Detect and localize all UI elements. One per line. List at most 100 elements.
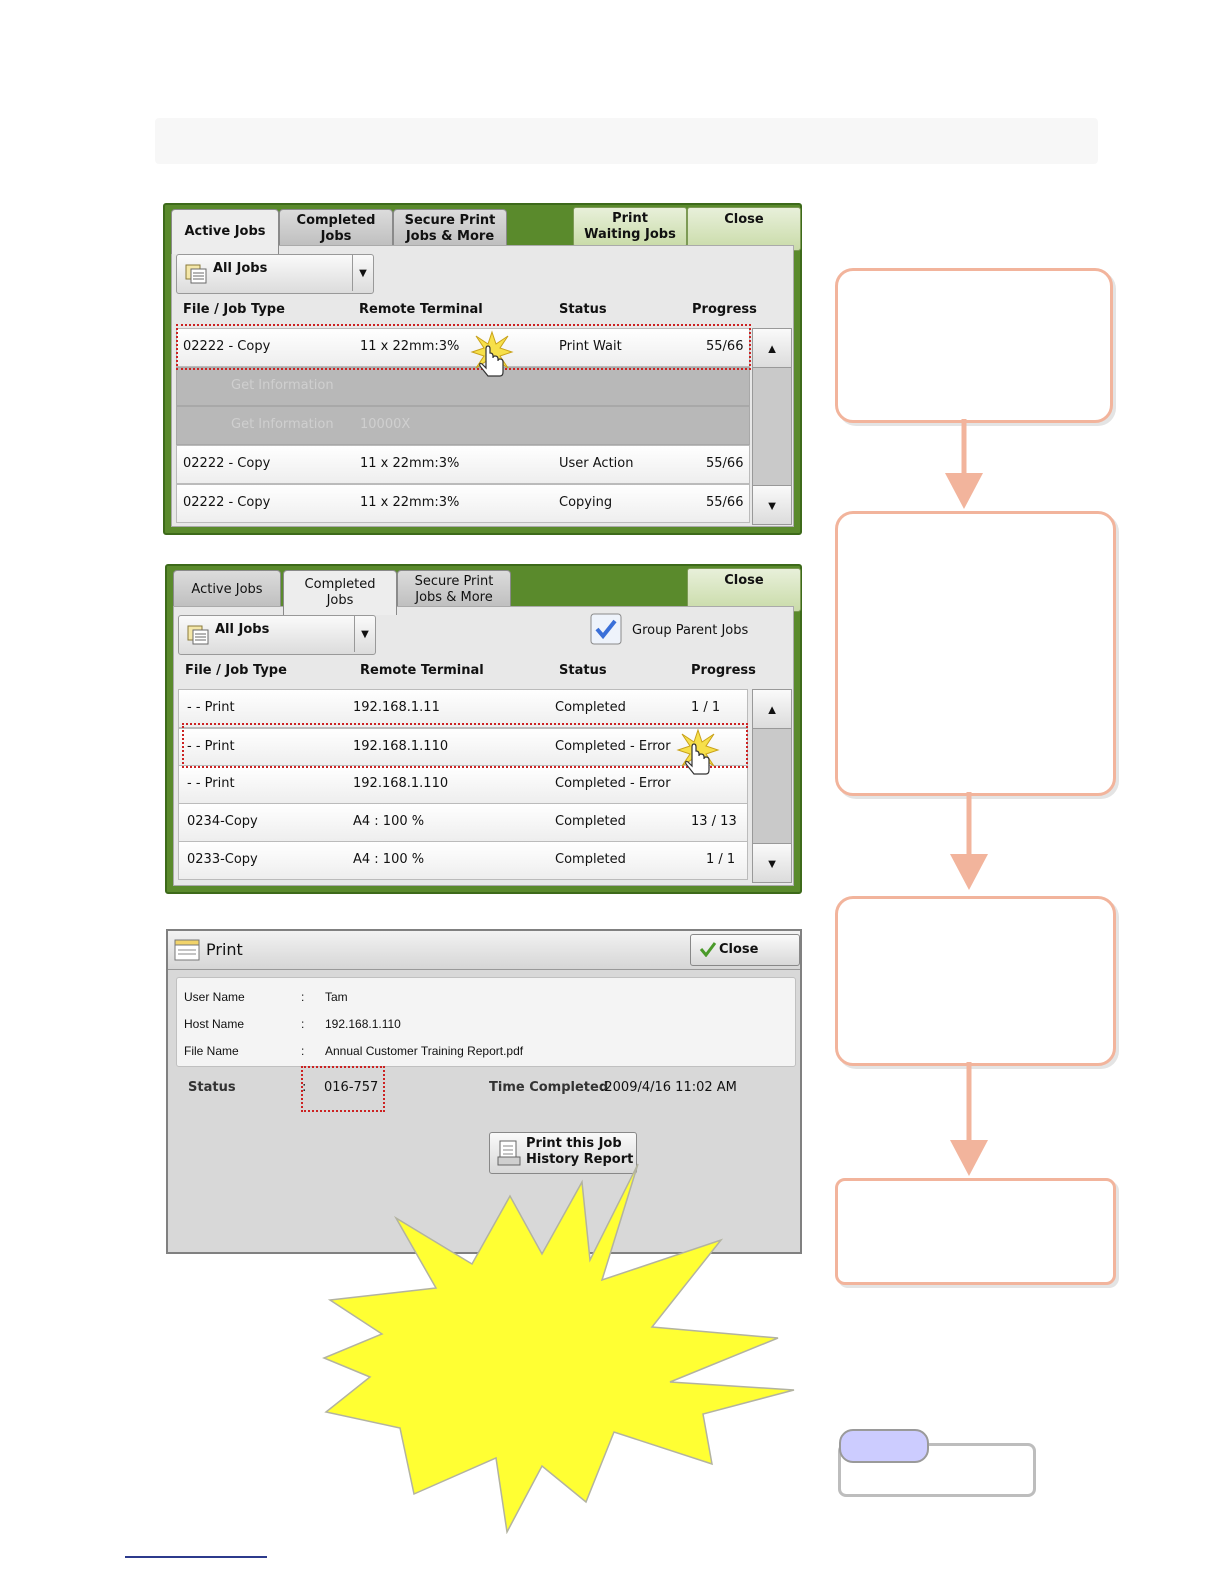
close-button[interactable]: Close	[690, 934, 800, 966]
report-icon	[497, 1140, 521, 1166]
jobs-list-icon	[187, 625, 209, 645]
job-progress: 55/66	[706, 495, 744, 510]
scroll-down-icon[interactable]: ▼	[753, 485, 791, 524]
job-row[interactable]: 02222 - Copy 11 x 22mm:3% Print Wait 55/…	[176, 328, 750, 367]
column-status: Status	[559, 663, 607, 678]
column-file-job-type: File / Job Type	[185, 663, 287, 678]
group-parent-jobs-label: Group Parent Jobs	[632, 623, 749, 638]
job-row[interactable]: - - Print 192.168.1.11 Completed 1 / 1	[178, 689, 748, 728]
print-doc-icon	[174, 939, 200, 961]
flow-arrow-down-icon	[950, 1062, 988, 1176]
job-file: Get Information	[231, 378, 334, 393]
scroll-up-icon[interactable]: ▲	[753, 329, 791, 368]
close-button[interactable]: Close	[687, 207, 801, 251]
job-terminal: 192.168.1.110	[353, 776, 449, 791]
footer-rule	[125, 1556, 267, 1558]
job-terminal: 10000X	[360, 417, 411, 432]
job-list-scrollbar[interactable]: ▲ ▼	[752, 689, 792, 883]
chevron-down-icon: ▼	[354, 616, 375, 652]
flow-arrow-down-icon	[950, 792, 988, 890]
pointer-hand-icon	[470, 330, 514, 377]
job-terminal: 11 x 22mm:3%	[360, 339, 460, 354]
job-filter-dropdown[interactable]: All Jobs ▼	[176, 254, 374, 294]
flow-step-4	[835, 1178, 1116, 1285]
job-row-disabled: Get Information	[176, 367, 750, 406]
job-status: Completed	[555, 852, 626, 867]
job-progress: 55/66	[706, 339, 744, 354]
job-row[interactable]: 02222 - Copy 11 x 22mm:3% Copying 55/66	[176, 484, 750, 523]
file-name-value: Annual Customer Training Report.pdf	[325, 1044, 524, 1058]
dropdown-label: All Jobs	[215, 622, 270, 637]
column-progress: Progress	[692, 302, 757, 317]
job-row[interactable]: 0233-Copy A4 : 100 % Completed 1 / 1	[178, 841, 748, 880]
checkmark-icon	[699, 942, 717, 957]
flow-arrow-down-icon	[945, 419, 983, 509]
print-history-report-button[interactable]: Print this Job History Report	[489, 1132, 637, 1174]
tab-completed-jobs[interactable]: Completed Jobs	[279, 209, 393, 248]
print-waiting-jobs-button[interactable]: Print Waiting Jobs	[573, 207, 687, 247]
job-row[interactable]: 02222 - Copy 11 x 22mm:3% User Action 55…	[176, 445, 750, 484]
job-terminal: 192.168.1.110	[353, 739, 449, 754]
tab-secure-print[interactable]: Secure Print Jobs & More	[397, 570, 511, 609]
pointer-hand-icon	[676, 728, 720, 775]
active-jobs-panel: Active Jobs Completed Jobs Secure Print …	[163, 203, 802, 535]
column-remote-terminal: Remote Terminal	[359, 302, 483, 317]
job-progress: 55/66	[706, 456, 744, 471]
close-button[interactable]: Close	[687, 568, 801, 612]
scroll-up-icon[interactable]: ▲	[753, 690, 791, 729]
time-completed-value: :2009/4/16 11:02 AM	[600, 1080, 737, 1095]
page-header-band	[155, 118, 1098, 164]
job-terminal: 192.168.1.11	[353, 700, 440, 715]
column-remote-terminal: Remote Terminal	[360, 663, 484, 678]
print-detail-panel: Print Close User Name : Tam Host Name : …	[166, 929, 802, 1254]
job-status: Completed - Error	[555, 739, 671, 754]
starburst-icon	[322, 1163, 795, 1534]
tab-completed-jobs[interactable]: Completed Jobs	[283, 570, 397, 615]
job-status: Completed	[555, 700, 626, 715]
job-status: Print Wait	[559, 339, 622, 354]
close-label: Close	[719, 942, 759, 957]
user-name-label: User Name	[184, 990, 245, 1004]
job-progress: 1 / 1	[691, 700, 721, 715]
report-button-label: Print this Job History Report	[526, 1136, 634, 1167]
host-name-sep: :	[301, 1017, 305, 1031]
job-progress: 1 / 1	[706, 852, 736, 867]
highlight-status-code	[301, 1066, 385, 1112]
highlight-selected-row	[176, 324, 751, 370]
tab-active-jobs[interactable]: Active Jobs	[171, 209, 279, 254]
job-file: 0234-Copy	[187, 814, 258, 829]
job-file: 0233-Copy	[187, 852, 258, 867]
status-label: Status	[188, 1080, 236, 1095]
user-name-sep: :	[301, 990, 305, 1004]
job-terminal: 11 x 22mm:3%	[360, 456, 460, 471]
job-list-scrollbar[interactable]: ▲ ▼	[752, 328, 792, 525]
host-name-label: Host Name	[184, 1017, 245, 1031]
job-file: 02222 - Copy	[183, 456, 271, 471]
highlight-error-row	[182, 723, 748, 768]
job-status: Completed - Error	[555, 776, 671, 791]
user-name-value: Tam	[325, 990, 348, 1004]
job-status: User Action	[559, 456, 634, 471]
detail-titlebar: Print Close	[168, 931, 800, 970]
column-file-job-type: File / Job Type	[183, 302, 285, 317]
scroll-down-icon[interactable]: ▼	[753, 843, 791, 882]
job-filter-dropdown[interactable]: All Jobs ▼	[178, 615, 376, 655]
tab-active-jobs[interactable]: Active Jobs	[173, 570, 281, 609]
jobs-list-icon	[185, 264, 207, 284]
job-file: - - Print	[187, 776, 235, 791]
job-row[interactable]: - - Print 192.168.1.110 Completed - Erro…	[178, 728, 748, 767]
file-name-label: File Name	[184, 1044, 239, 1058]
flow-step-3	[835, 896, 1116, 1066]
job-info-box: User Name : Tam Host Name : 192.168.1.11…	[176, 977, 796, 1067]
status-sep: :	[302, 1080, 307, 1095]
note-tab	[839, 1429, 929, 1463]
job-row-disabled: Get Information 10000X	[176, 406, 750, 445]
dropdown-label: All Jobs	[213, 261, 268, 276]
job-row[interactable]: 0234-Copy A4 : 100 % Completed 13 / 13	[178, 803, 748, 842]
job-file: 02222 - Copy	[183, 339, 271, 354]
column-progress: Progress	[691, 663, 756, 678]
tab-secure-print[interactable]: Secure Print Jobs & More	[393, 209, 507, 248]
job-row[interactable]: - - Print 192.168.1.110 Completed - Erro…	[178, 765, 748, 804]
checkbox-checked-icon[interactable]	[590, 613, 622, 645]
active-jobs-body: All Jobs ▼ File / Job Type Remote Termin…	[171, 245, 794, 527]
